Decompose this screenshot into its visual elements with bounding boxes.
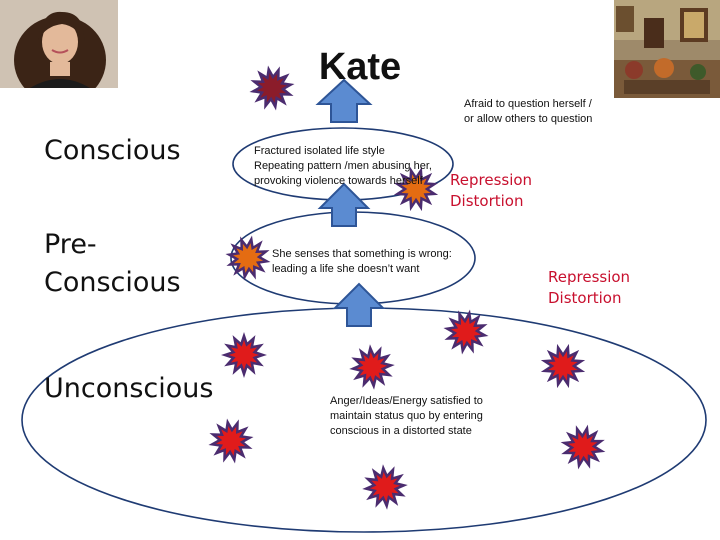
note-line: Repeating pattern /men abusing her, [254,160,432,172]
note-line: leading a life she doesn’t want [272,263,420,275]
starburst-icon [208,418,254,464]
repression-label: Repression [548,268,631,286]
unconscious-note: Anger/Ideas/Energy satisfied to maintain… [330,394,483,439]
up-arrow-icon [332,282,386,327]
preconscious-label-line2: Conscious [44,267,181,298]
note-line: Fractured isolated life style [254,145,385,157]
unconscious-label: Unconscious [44,373,214,404]
top-right-note: Afraid to question herself / or allow ot… [464,97,592,127]
repression-label: Repression [450,171,533,189]
starburst-icon [249,65,295,111]
starburst-icon [560,424,606,470]
note-line: Afraid to question herself / [464,98,592,110]
starburst-icon [225,235,271,281]
up-arrow-icon [317,182,371,227]
preconscious-note: She senses that something is wrong: lead… [272,247,452,277]
preconscious-label-line1: Pre- [44,229,97,260]
note-line: She senses that something is wrong: [272,248,452,260]
repression-distortion-upper: Repression Distortion [450,170,532,212]
note-line: maintain status quo by entering [330,410,483,422]
starburst-icon [349,344,395,390]
portrait-photo [0,0,118,88]
note-line: provoking violence towards herself [254,175,423,187]
up-arrow-icon [315,78,373,123]
preconscious-label: Pre- Conscious [44,226,181,302]
distortion-label: Distortion [450,192,524,210]
note-line: conscious in a distorted state [330,425,472,437]
diagram-title: Kate [318,46,402,88]
starburst-icon [393,166,439,212]
starburst-icon [443,309,489,355]
room-photo [614,0,720,98]
repression-distortion-right: Repression Distortion [548,267,630,309]
distortion-label: Distortion [548,289,622,307]
note-line: Anger/Ideas/Energy satisfied to [330,395,483,407]
starburst-icon [540,343,586,389]
conscious-label: Conscious [44,135,181,166]
starburst-icon [362,464,408,510]
conscious-note: Fractured isolated life style Repeating … [254,144,432,189]
note-line: or allow others to question [464,113,593,125]
starburst-icon [221,332,267,378]
